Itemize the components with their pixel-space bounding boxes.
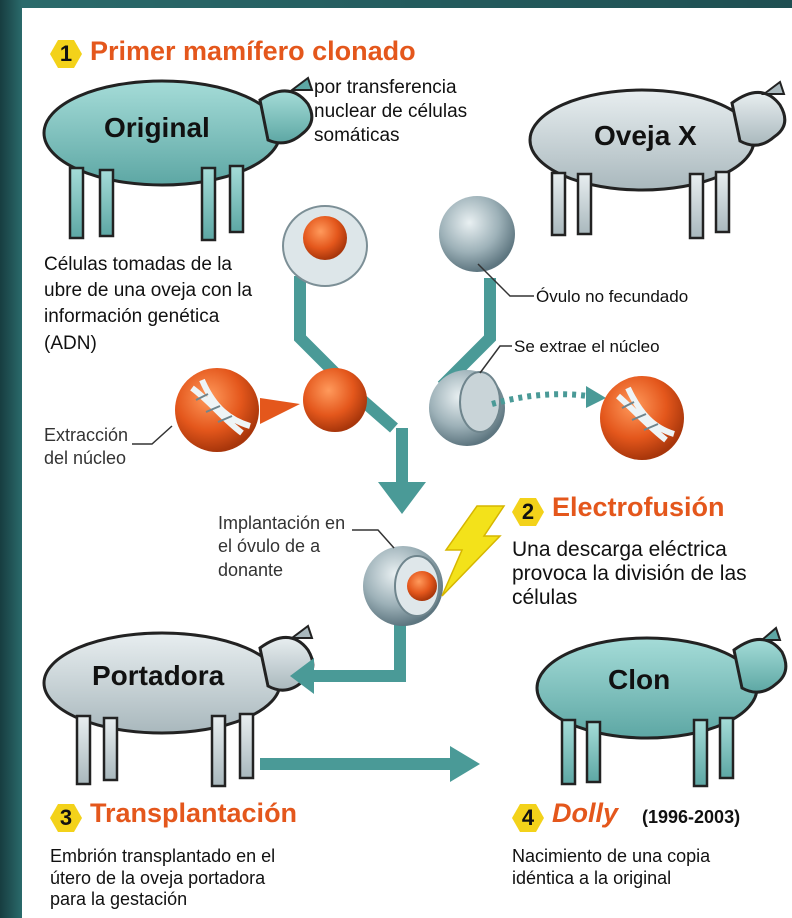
unfertilized-egg-icon: [439, 196, 515, 272]
arrow-head-down: [378, 482, 426, 514]
step-2-number: 2: [521, 499, 535, 524]
step-1-subtitle: por transferencia nuclear de células som…: [314, 77, 468, 146]
sheep-donor-illustration: [528, 80, 787, 240]
step-3-description: Embrión transplantado en el útero de la …: [50, 846, 276, 910]
dotted-arrow-head: [586, 386, 606, 408]
dotted-arrow: [491, 391, 589, 407]
nucleus-orange-icon: [303, 368, 367, 432]
sheep-clone-label: Clon: [608, 664, 671, 695]
sheep-donor-label: Oveja X: [594, 120, 697, 151]
arrow-head-left: [290, 658, 314, 694]
sheep-original-label: Original: [104, 112, 210, 143]
sheep-original-illustration: [42, 76, 314, 242]
diagram-artwork: [42, 76, 788, 788]
step-1-title: Primer mamífero clonado: [90, 36, 416, 66]
step-4-number: 4: [521, 805, 535, 830]
dna-icon-right: [600, 376, 684, 460]
implantation-label: Implantación en el óvulo de a donante: [218, 513, 346, 580]
unfertilized-egg-label: Óvulo no fecundado: [536, 287, 689, 306]
step-4-badge: 4: [512, 802, 544, 834]
enucleated-egg-icon: [429, 370, 505, 446]
step-2-description: Una descarga eléctrica provoca la divisi…: [512, 538, 747, 610]
step-4-description: Nacimiento de una copia idéntica a la or…: [512, 846, 711, 888]
nucleus-extraction-label: Extracción del núcleo: [44, 425, 129, 468]
fused-cell-icon: [363, 546, 443, 626]
step-2-title: Electrofusión: [552, 492, 725, 522]
step-3-badge: 3: [50, 802, 82, 834]
step-1-number: 1: [59, 41, 73, 66]
infographic-panel: 1 Primer mamífero clonado por transferen…: [22, 8, 792, 918]
nucleus-removed-label: Se extrae el núcleo: [514, 337, 660, 356]
sheep-surrogate-label: Portadora: [92, 660, 225, 691]
step-2-badge: 2: [512, 496, 544, 528]
sheep-clone-illustration: [535, 626, 788, 788]
cells-taken-label: Células tomadas de la ubre de una oveja …: [44, 254, 253, 354]
step-3-number: 3: [59, 805, 73, 830]
step-1-badge: 1: [50, 38, 82, 70]
dna-icon-left: [175, 368, 300, 452]
lightning-bolt-icon: [441, 505, 506, 597]
arrow-head-right: [450, 746, 480, 782]
step-3-title: Transplantación: [90, 798, 298, 828]
step-4-title: Dolly: [552, 798, 619, 828]
leader-lines: [132, 263, 534, 549]
somatic-cell-icon: [282, 205, 368, 287]
step-4-years: (1996-2003): [642, 807, 741, 827]
